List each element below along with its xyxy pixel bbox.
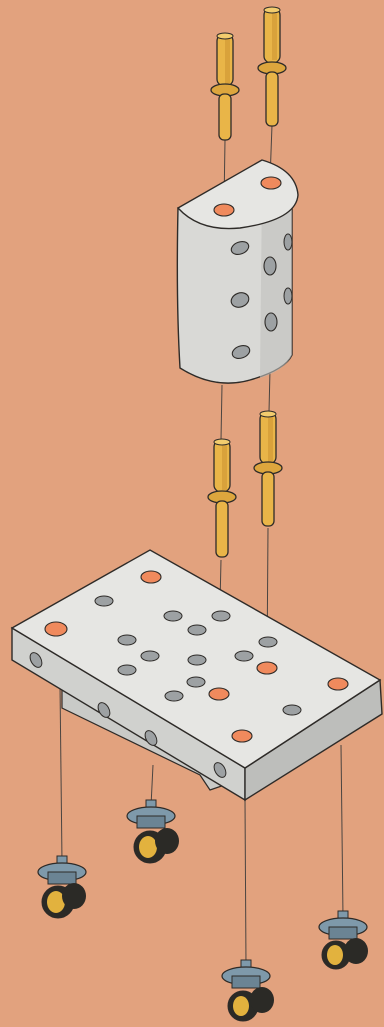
caster-wheel-front-right (319, 911, 368, 969)
caster-wheel-front-left (38, 856, 86, 918)
plate-hole-orange (209, 688, 229, 700)
caster-wheel-front-center (222, 960, 274, 1021)
plate-hole-orange (45, 622, 67, 636)
plate-hole-orange (232, 730, 252, 742)
string-cylinder-to-pin3 (221, 385, 222, 440)
pin-top-right (258, 7, 286, 126)
pin-middle-right (254, 411, 282, 526)
string-plate-to-caster4 (341, 745, 343, 917)
plate-hole-orange (141, 571, 161, 583)
cylinder-block (177, 160, 298, 383)
base-plate (12, 550, 382, 800)
cylinder-top-hole-left (214, 204, 234, 216)
pin-top-left (211, 33, 239, 140)
cylinder-top-hole-right (261, 177, 281, 189)
string-cylinder-to-pin4 (269, 370, 270, 412)
string-plate-to-caster1 (60, 685, 62, 862)
plate-hole-orange (257, 662, 277, 674)
string-plate-to-caster3 (245, 800, 246, 966)
pin-middle-left (208, 439, 236, 557)
plate-hole-orange (328, 678, 348, 690)
caster-wheel-back-left (127, 800, 179, 863)
